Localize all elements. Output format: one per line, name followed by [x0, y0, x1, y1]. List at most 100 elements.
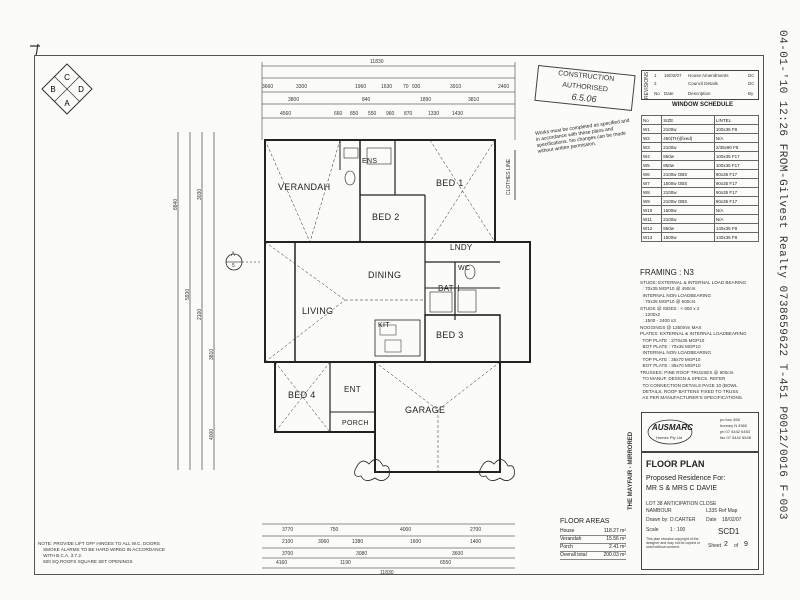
- room-verandah: VERANDAH: [278, 182, 331, 192]
- ws-cell-no: W6: [640, 169, 663, 179]
- date-label: Date: [706, 517, 717, 523]
- company-block: AUSMARC Homes Pty Ltd po box 456 bonney …: [641, 412, 759, 452]
- floor-area-value: 200.03 m²: [603, 552, 626, 558]
- sheet-number: 2: [724, 541, 728, 548]
- dim-top-r1-4: 930: [412, 84, 421, 90]
- job-number: SCD1: [718, 527, 740, 536]
- lot-address: LOT 38 ANTICIPATION CLOSE: [646, 501, 717, 507]
- dim-left-1: 5930: [185, 288, 191, 300]
- ws-cell-size: 2100w OBS: [661, 169, 715, 179]
- framing-note-line: : 1500 - 2400 x3: [640, 318, 676, 324]
- room-bed3: BED 3: [436, 330, 464, 340]
- dim-bot-r3-1: 3080: [356, 551, 368, 557]
- framing-note-line: NOGGINGS @ 1350mm MAX: [640, 324, 702, 330]
- section-marker-letter: A: [231, 252, 236, 258]
- floor-area-label: Porch: [560, 544, 574, 550]
- date-value: 18/02/07: [722, 517, 742, 523]
- title-block: FLOOR PLAN Proposed Residence For: MR S …: [641, 452, 759, 570]
- ws-col-lintel: LINTEL: [713, 115, 760, 125]
- dim-left-4: 3810: [209, 348, 215, 360]
- revision-header-desc: Description: [688, 91, 711, 96]
- rpd-ref: L335 Ref Map: [706, 508, 738, 514]
- dim-top-r1-3: 70: [403, 84, 409, 90]
- ws-cell-no: W2: [640, 133, 663, 143]
- ws-cell-lintel: N/A: [713, 133, 760, 143]
- dim-top-r1-1: 1960: [355, 84, 367, 90]
- framing-note-line: TO CONNECTION DETAILS PAGE 10 (BOWL: [640, 382, 738, 388]
- ws-cell-size: 2100w: [661, 214, 715, 224]
- dim-bot-r2-4: 1400: [470, 539, 482, 545]
- section-marker-sheet: 5: [232, 263, 235, 269]
- dim-bot-r1-2: 4000: [400, 527, 412, 533]
- house-design-label: THE MAYFAIR - MIRRORED: [628, 431, 634, 510]
- drawn-by-value: D.CARTER: [670, 517, 696, 523]
- framing-note-line: : 1200x2: [640, 312, 661, 318]
- revision-1-by: DC: [748, 73, 755, 78]
- window-schedule-header-row: No SIZE LINTEL: [640, 115, 760, 125]
- floor-area-row: Overall total 200.03 m²: [560, 552, 626, 560]
- framing-note-line: STUDS @ SIDES : < 600 x 2: [640, 305, 700, 311]
- scale-value: 1 : 100: [670, 527, 686, 533]
- framing-note-line: BOT PLATE : 35x70 MGP10: [640, 363, 701, 369]
- ws-cell-no: W5: [640, 160, 663, 170]
- copyright-note: This plan remains copyright of the desig…: [646, 537, 700, 549]
- dim-left-5: 4000: [209, 428, 215, 440]
- ws-cell-size: 2100w OBS: [661, 196, 715, 206]
- ws-cell-size: 450(TH)(fixed): [661, 133, 715, 143]
- revision-2-desc: Council Details: [688, 81, 719, 86]
- floor-area-value: 15.56 m²: [606, 536, 626, 542]
- dim-top-r2-1: 840: [362, 97, 371, 103]
- revision-header-no: No: [654, 91, 660, 96]
- dim-top-r3-6: 1330: [428, 111, 440, 117]
- ws-cell-no: W12: [640, 223, 663, 233]
- scale-label: Scale: [646, 527, 659, 533]
- dim-top-r2-6: 3810: [468, 97, 480, 103]
- ws-cell-no: W4: [640, 151, 663, 161]
- dim-bot-r4-1: 1190: [340, 560, 351, 566]
- ws-cell-size: 2100w: [661, 187, 715, 197]
- dim-overall-top: 11830: [370, 59, 384, 65]
- corner-mark: [30, 43, 40, 57]
- floor-area-value: 118.27 m²: [603, 528, 626, 534]
- general-note-line: SMOKE ALARMS TO BE HARD WIRED IN ACCORDA…: [38, 547, 165, 552]
- ws-cell-lintel: N/A: [713, 214, 760, 224]
- floor-area-value: 2.41 m²: [609, 544, 626, 550]
- revision-2-no: 2: [654, 81, 657, 86]
- company-tagline: Homes Pty Ltd: [656, 435, 683, 440]
- floor-area-label: House: [560, 528, 575, 534]
- dim-bot-r4-2: 6550: [440, 560, 452, 566]
- ws-cell-lintel: 100x35 F17: [713, 160, 760, 170]
- window-schedule-title: WINDOW SCHEDULE: [672, 102, 733, 108]
- ws-cell-lintel: N/A: [713, 205, 760, 215]
- framing-note-line: : 70x35 MGP10 @ 600crs: [640, 299, 696, 305]
- ws-col-size: SIZE: [661, 115, 715, 125]
- dim-bot-r2-1: 3060: [318, 539, 330, 545]
- compass-letter-bottom: A: [64, 99, 70, 108]
- floor-area-label: Overall total: [560, 552, 587, 558]
- ws-cell-lintel: 2/35x90 F8: [713, 142, 760, 152]
- framing-note-line: TO MANUF. DESIGN & SPECS. REFER: [640, 376, 726, 382]
- dim-top-r1-0: 3300: [296, 84, 308, 90]
- room-bed4: BED 4: [288, 390, 316, 400]
- dim-left-2: 3030: [197, 188, 203, 200]
- dim-top-r3-1: 660: [334, 111, 343, 117]
- compass-letter-left: B: [50, 85, 55, 94]
- ws-cell-no: W10: [640, 205, 663, 215]
- ws-cell-size: 850w: [661, 223, 715, 233]
- floor-area-row: House 118.27 m²: [560, 528, 626, 536]
- proposed-label: Proposed Residence For:: [646, 475, 726, 482]
- dim-left-3: 2100: [197, 308, 203, 320]
- framing-note-line: TOP PLATE : 2/70x35 MGP10: [640, 337, 705, 343]
- compass-letter-top: C: [64, 73, 70, 82]
